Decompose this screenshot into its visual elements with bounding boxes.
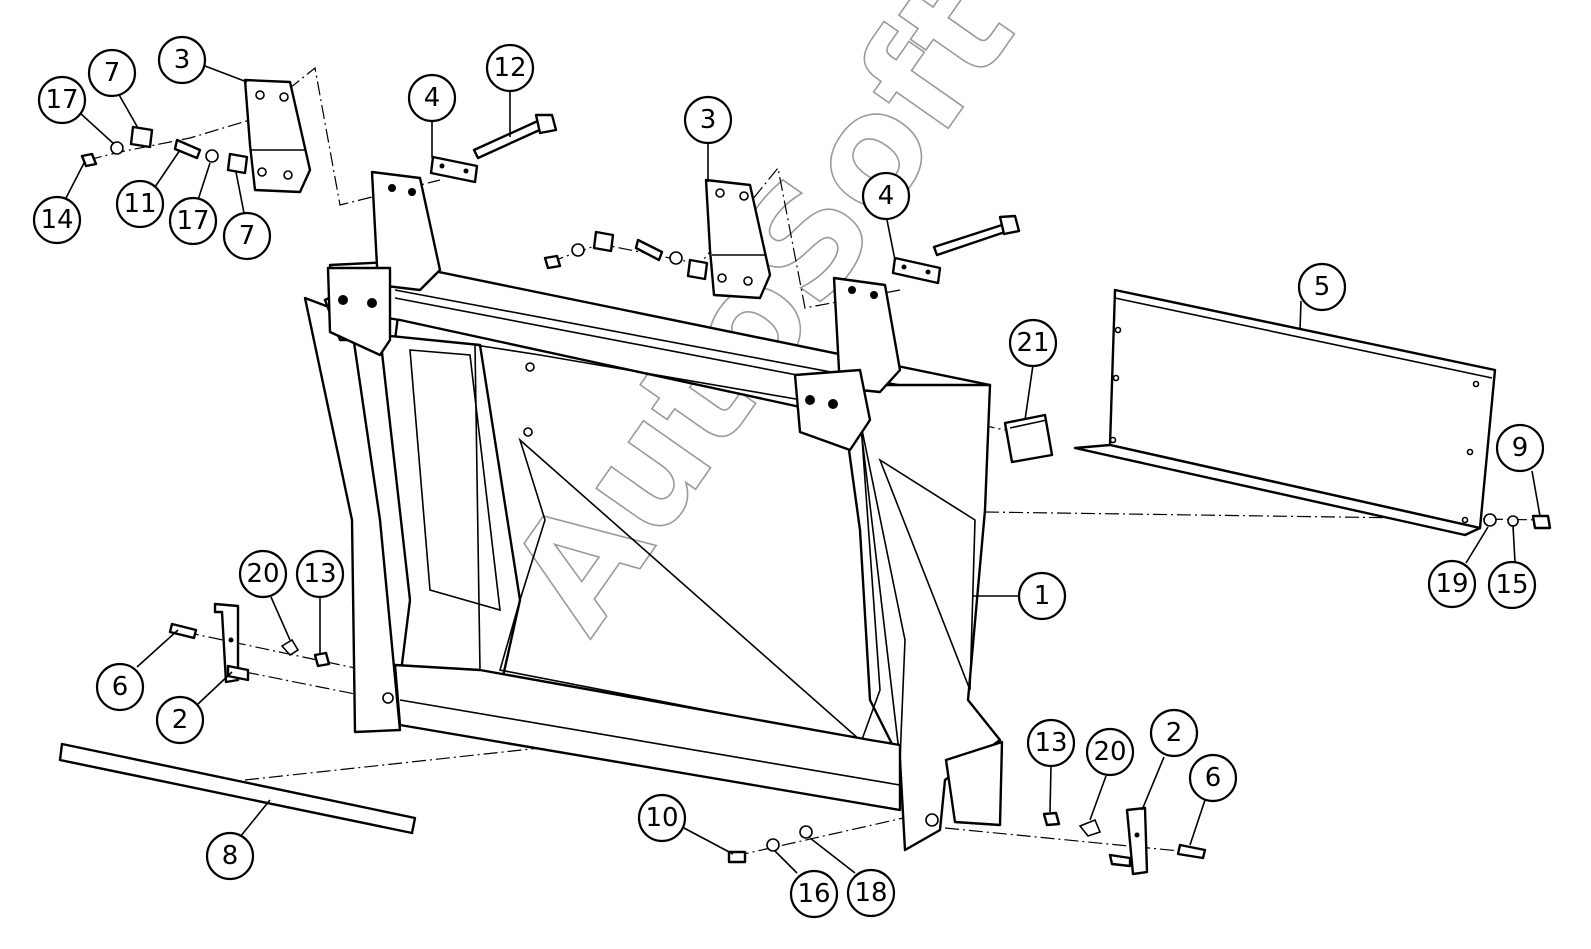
callout-label: 21 bbox=[1016, 328, 1049, 358]
plate-part-3-center bbox=[704, 178, 772, 300]
callout-label: 19 bbox=[1435, 569, 1468, 599]
callout-9: 9 bbox=[1495, 423, 1545, 473]
plate-part-3-left bbox=[243, 78, 312, 194]
callout-4-b: 4 bbox=[861, 171, 911, 221]
callout-label: 17 bbox=[176, 206, 209, 236]
callout-label: 7 bbox=[239, 221, 256, 251]
callout-label: 2 bbox=[172, 705, 189, 735]
callouts: 17 7 3 14 11 17 7 4 12 3 4 bbox=[32, 35, 1545, 919]
callout-3-a: 3 bbox=[157, 35, 207, 85]
callout-label: 20 bbox=[246, 559, 279, 589]
callout-label: 6 bbox=[112, 672, 129, 702]
callout-20-a: 20 bbox=[238, 549, 288, 599]
callout-label: 8 bbox=[222, 841, 239, 871]
callout-label: 3 bbox=[174, 45, 191, 75]
bolt-part-12-right bbox=[932, 214, 1021, 257]
callout-label: 13 bbox=[1034, 728, 1067, 758]
callout-19: 19 bbox=[1427, 559, 1477, 609]
pin-part-2-right bbox=[1108, 806, 1149, 876]
callout-7-b: 7 bbox=[222, 211, 272, 261]
callout-label: 14 bbox=[40, 205, 73, 235]
callout-16: 16 bbox=[789, 869, 839, 919]
callout-label: 12 bbox=[493, 53, 526, 83]
callout-2-b: 2 bbox=[1149, 708, 1199, 758]
callout-18: 18 bbox=[846, 868, 896, 918]
callout-13-b: 13 bbox=[1026, 718, 1076, 768]
callout-label: 6 bbox=[1205, 763, 1222, 793]
callout-1: 1 bbox=[1017, 571, 1067, 621]
callout-6-a: 6 bbox=[95, 662, 145, 712]
callout-label: 2 bbox=[1166, 718, 1183, 748]
bolt-part-12-left bbox=[472, 113, 558, 160]
strip-part-8 bbox=[58, 742, 417, 835]
callout-5: 5 bbox=[1297, 262, 1347, 312]
callout-label: 4 bbox=[878, 181, 895, 211]
callout-13-a: 13 bbox=[295, 549, 345, 599]
callout-label: 3 bbox=[700, 105, 717, 135]
callout-2-a: 2 bbox=[155, 695, 205, 745]
callout-20-b: 20 bbox=[1085, 727, 1135, 777]
callout-17-a: 17 bbox=[37, 75, 87, 125]
callout-label: 5 bbox=[1314, 272, 1331, 302]
callout-11: 11 bbox=[115, 179, 165, 229]
plate-part-4-right bbox=[891, 256, 942, 285]
callout-label: 9 bbox=[1512, 433, 1529, 463]
hardware-small-parts bbox=[80, 125, 1552, 864]
callout-label: 11 bbox=[123, 189, 156, 219]
callout-15: 15 bbox=[1487, 560, 1537, 610]
callout-label: 17 bbox=[45, 85, 78, 115]
callout-17-b: 17 bbox=[168, 196, 218, 246]
frame-part-1 bbox=[303, 170, 1004, 852]
callout-6-b: 6 bbox=[1188, 753, 1238, 803]
callout-10: 10 bbox=[637, 793, 687, 843]
callout-3-b: 3 bbox=[683, 95, 733, 145]
rubber-block-part-21 bbox=[1003, 413, 1054, 464]
callout-label: 15 bbox=[1495, 570, 1528, 600]
callout-label: 18 bbox=[854, 878, 887, 908]
callout-12: 12 bbox=[485, 43, 535, 93]
callout-label: 13 bbox=[303, 559, 336, 589]
callout-21: 21 bbox=[1008, 318, 1058, 368]
cover-panel-part-5 bbox=[1073, 288, 1497, 537]
pin-part-2-left bbox=[213, 602, 250, 684]
callout-4-a: 4 bbox=[407, 73, 457, 123]
callout-label: 1 bbox=[1034, 581, 1051, 611]
plate-part-4-left bbox=[429, 155, 479, 184]
callout-14: 14 bbox=[32, 195, 82, 245]
leader-lines bbox=[65, 65, 1541, 874]
callout-8: 8 bbox=[205, 831, 255, 881]
callout-label: 4 bbox=[424, 83, 441, 113]
callout-label: 10 bbox=[645, 803, 678, 833]
callout-label: 20 bbox=[1093, 737, 1126, 767]
callout-label: 7 bbox=[104, 58, 121, 88]
callout-7-a: 7 bbox=[87, 48, 137, 98]
callout-label: 16 bbox=[797, 879, 830, 909]
